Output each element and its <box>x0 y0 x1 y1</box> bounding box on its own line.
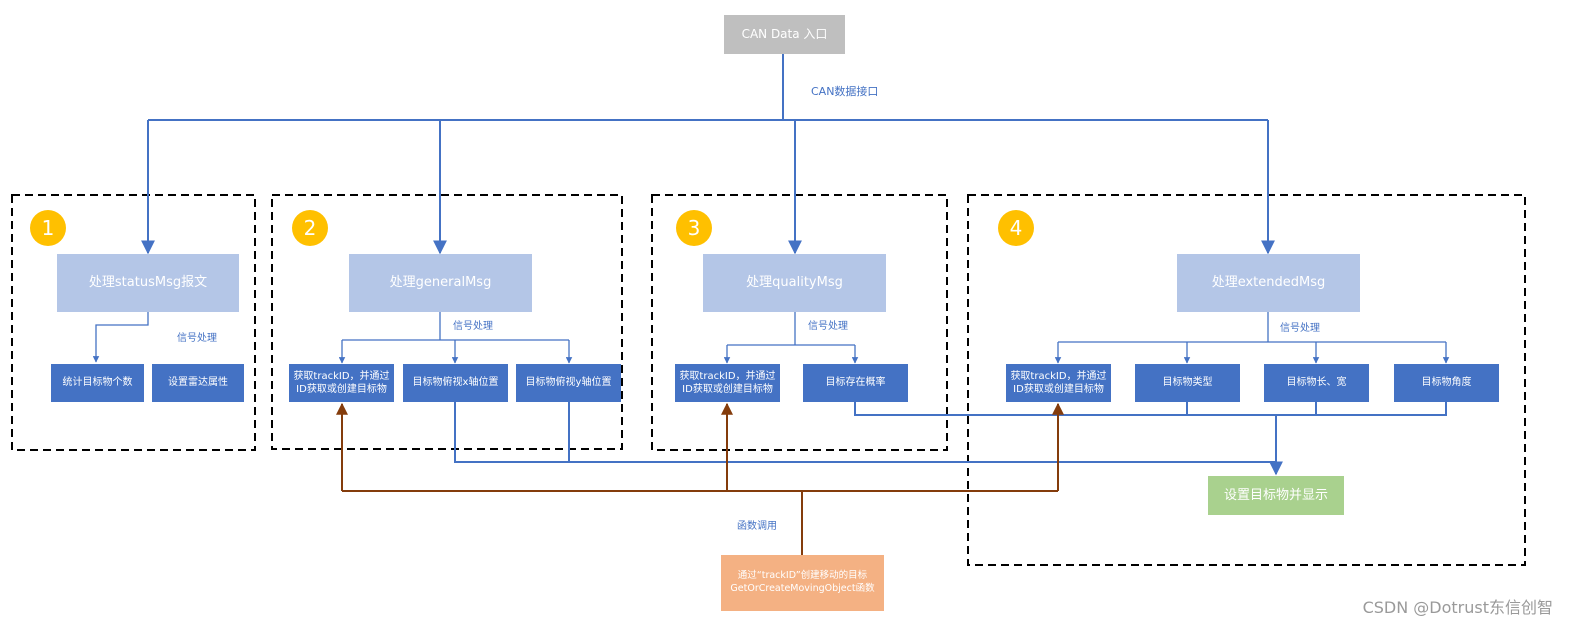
status-msg-header: 处理statusMsg报文 <box>57 254 239 312</box>
group-frames <box>11 194 1526 566</box>
can-data-entry: CAN Data 入口 <box>724 15 845 54</box>
group-frame-3 <box>651 194 948 451</box>
group-badge-1: 1 <box>30 210 66 246</box>
function-call-label: 函数调用 <box>737 521 777 532</box>
quality-msg-header: 处理qualityMsg <box>703 254 886 312</box>
leaf-y-position: 目标物俯视y轴位置 <box>516 364 621 402</box>
group-frame-1 <box>11 194 256 451</box>
function-line-1: 通过“trackID”创建移动的目标 <box>737 570 868 582</box>
group-frame-2 <box>271 194 623 450</box>
leaf-target-angle: 目标物角度 <box>1394 364 1499 402</box>
set-and-display-target: 设置目标物并显示 <box>1208 476 1344 515</box>
leaf-quality-trackid: 获取trackID，并通过ID获取或创建目标物 <box>675 364 780 402</box>
signal-branch-lines <box>92 312 1450 364</box>
leaf-x-position: 目标物俯视x轴位置 <box>403 364 508 402</box>
leaf-general-trackid: 获取trackID，并通过ID获取或创建目标物 <box>289 364 394 402</box>
leaf-extended-trackid: 获取trackID，并通过ID获取或创建目标物 <box>1006 364 1111 402</box>
get-or-create-moving-object: 通过“trackID”创建移动的目标 GetOrCreateMovingObje… <box>721 555 884 611</box>
group-badge-3: 3 <box>676 210 712 246</box>
group-badge-4: 4 <box>998 210 1034 246</box>
signal-label-1: 信号处理 <box>177 333 217 344</box>
group-badge-2: 2 <box>292 210 328 246</box>
function-line-2: GetOrCreateMovingObject函数 <box>730 583 875 594</box>
group-frame-4 <box>967 194 1526 566</box>
leaf-count-targets: 统计目标物个数 <box>51 364 144 402</box>
can-interface-label: CAN数据接口 <box>811 85 879 98</box>
watermark: CSDN @Dotrust东信创智 <box>1362 598 1553 617</box>
leaf-exist-probability: 目标存在概率 <box>803 364 908 402</box>
leaf-radar-attributes: 设置雷达属性 <box>152 364 244 402</box>
general-msg-header: 处理generalMsg <box>349 254 532 312</box>
signal-label-2: 信号处理 <box>453 321 493 332</box>
leaf-target-size: 目标物长、宽 <box>1264 364 1369 402</box>
result-convergence-lines <box>454 402 1447 476</box>
signal-label-3: 信号处理 <box>808 321 848 332</box>
extended-msg-header: 处理extendedMsg <box>1177 254 1360 312</box>
can-distribution-lines <box>141 54 1275 255</box>
function-call-lines <box>336 402 1064 555</box>
signal-label-4: 信号处理 <box>1280 323 1320 334</box>
leaf-target-type: 目标物类型 <box>1135 364 1240 402</box>
